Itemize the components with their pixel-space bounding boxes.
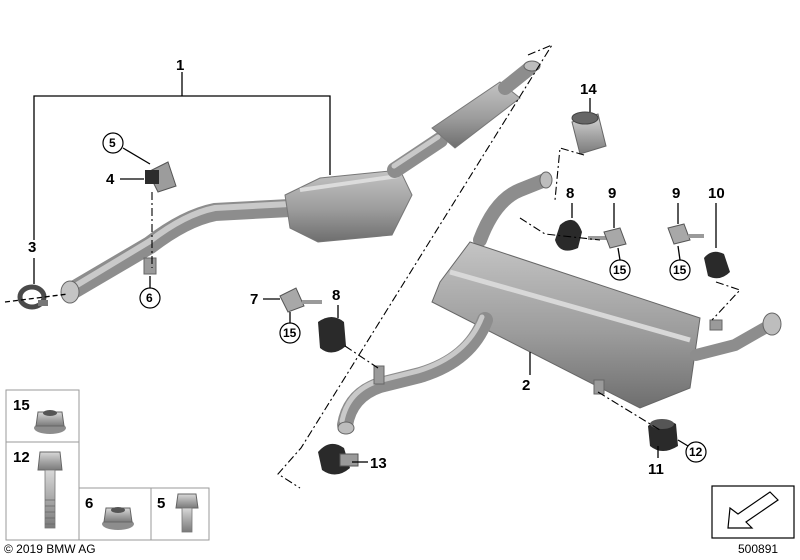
parts-legend: 15 12 6 5 — [5, 389, 210, 541]
callout-9-left: 9 — [608, 185, 616, 202]
callout-2: 2 — [522, 377, 530, 394]
callout-6: 6 — [146, 291, 153, 305]
callout-5-circle — [102, 132, 124, 154]
callout-12-circle — [685, 441, 707, 463]
callout-12: 12 — [689, 445, 703, 459]
hex-bolt-12-icon — [37, 451, 63, 529]
legend-6-label: 6 — [85, 495, 93, 512]
callout-1-leaders — [33, 72, 331, 240]
callout-15-right: 15 — [673, 263, 687, 277]
hex-bolt-5-icon — [175, 493, 199, 533]
clamp-part — [17, 284, 48, 310]
hex-flange-nut-15-icon — [34, 410, 66, 434]
callout-15-bracket7: 15 — [283, 326, 297, 340]
callout-3: 3 — [28, 239, 36, 256]
assembly-separator — [277, 43, 554, 489]
bush-11-part — [648, 419, 678, 451]
rear-silencer-part — [337, 171, 782, 435]
callout-14: 14 — [580, 81, 597, 98]
callout-8-left: 8 — [332, 287, 340, 304]
callout-4: 4 — [106, 171, 115, 188]
bracket-4-part — [145, 161, 177, 193]
hex-flange-nut-6-icon — [102, 507, 134, 530]
copyright-text: © 2019 BMW AG — [4, 542, 96, 556]
callout-7: 7 — [250, 291, 258, 308]
callout-15-left: 15 — [613, 263, 627, 277]
callout-9-right: 9 — [672, 185, 680, 202]
direction-arrow-icon — [711, 485, 795, 539]
tailpipe-trim-part — [571, 111, 607, 155]
callout-11: 11 — [648, 461, 664, 478]
callout-13: 13 — [370, 455, 387, 472]
rubber-mount-right-part — [555, 219, 627, 251]
rubber-mount-10-part — [667, 223, 730, 279]
legend-12-label: 12 — [13, 449, 30, 466]
legend-15-label: 15 — [13, 397, 30, 414]
callout-1: 1 — [176, 57, 184, 74]
callout-8-right: 8 — [566, 185, 574, 202]
diagram-number: 500891 — [738, 542, 778, 556]
legend-5-label: 5 — [157, 495, 165, 512]
callout-5: 5 — [109, 136, 116, 150]
front-section-part — [60, 60, 541, 304]
mount-13-part — [318, 443, 359, 475]
callout-10: 10 — [708, 185, 725, 202]
rubber-mount-left-part — [279, 287, 346, 353]
